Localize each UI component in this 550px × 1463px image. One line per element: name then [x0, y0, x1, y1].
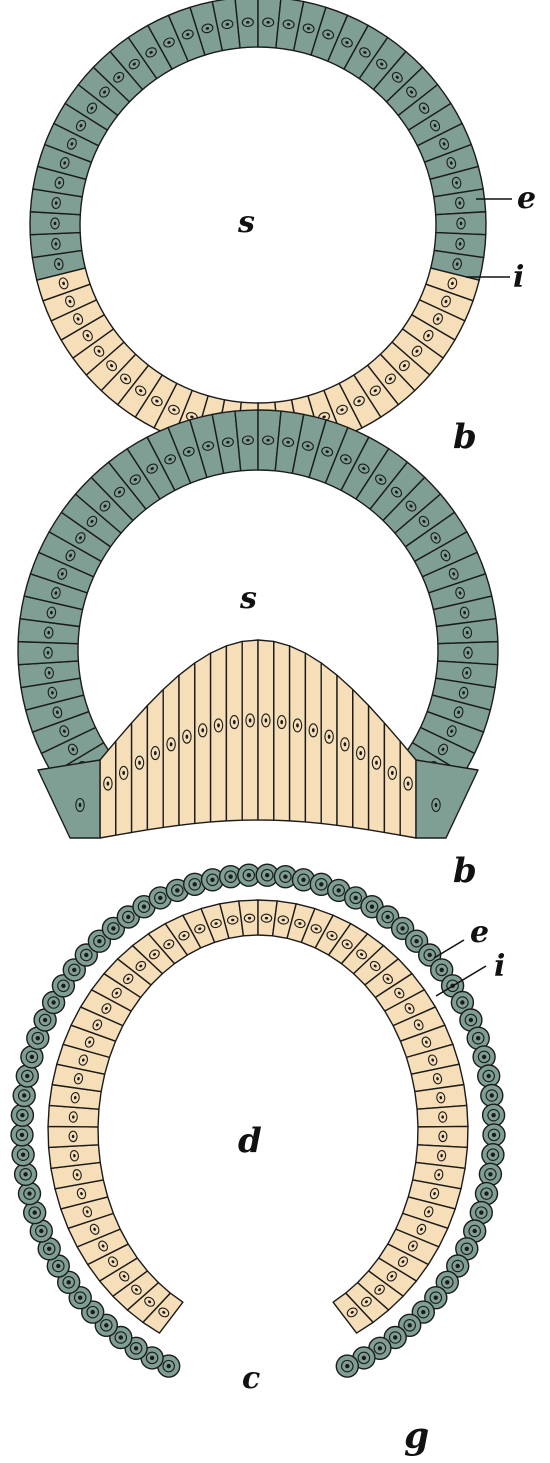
endoderm-cell	[195, 653, 211, 823]
figure-label-g: g	[404, 1415, 429, 1457]
endoderm-cell	[258, 640, 274, 820]
endoderm-label-i: i	[513, 260, 524, 295]
ectoderm-cell	[30, 212, 80, 235]
ectoderm-cell	[416, 760, 478, 838]
ectoderm-cell	[16, 1065, 38, 1087]
ectoderm-cell	[19, 1183, 41, 1205]
endoderm-cell	[226, 641, 242, 820]
ectoderm-label-e-2: e	[470, 915, 489, 950]
endoderm-cell	[147, 689, 163, 829]
ectoderm-cell	[483, 1104, 505, 1126]
ectoderm-cell	[478, 1065, 500, 1087]
ectoderm-cell	[482, 1144, 504, 1166]
endoderm-cell	[274, 641, 290, 820]
endoderm-cell	[321, 663, 337, 825]
ectoderm-cell	[436, 212, 486, 235]
endoderm-cell	[163, 675, 179, 827]
ectoderm-cell	[473, 1046, 495, 1068]
endoderm-cell	[417, 1105, 468, 1127]
archenteron-label-d: d	[238, 1121, 262, 1161]
endoderm-cell	[353, 689, 369, 829]
blastula-figure	[30, 0, 486, 453]
figure-label-b-1: b	[453, 417, 477, 457]
ectoderm-cell	[11, 1124, 33, 1146]
endoderm-cell	[384, 723, 400, 835]
ectoderm-cell	[15, 1163, 37, 1185]
endoderm-cell	[290, 646, 306, 822]
ectoderm-label-e: e	[517, 181, 536, 216]
endoderm-cell	[179, 663, 195, 825]
endoderm-cell	[418, 1126, 468, 1147]
blastopore-label-c: c	[242, 1361, 260, 1396]
endoderm-cell	[132, 706, 148, 833]
endoderm-cell	[242, 640, 258, 820]
endoderm-cell	[305, 653, 321, 823]
endoderm-cell	[116, 723, 132, 835]
endoderm-cell	[369, 706, 385, 833]
ectoderm-cell	[481, 1085, 503, 1107]
cavity-label-s-2: s	[239, 581, 257, 616]
ectoderm-cell	[479, 1163, 501, 1185]
figure-label-b-2: b	[453, 851, 477, 891]
endoderm-cell	[48, 1126, 98, 1147]
endoderm-cell	[337, 675, 353, 827]
endoderm-label-i-2: i	[494, 949, 505, 984]
ectoderm-cell	[483, 1124, 505, 1146]
ectoderm-cell	[12, 1144, 34, 1166]
ectoderm-cell	[11, 1104, 33, 1126]
ectoderm-cell	[38, 760, 100, 838]
ectoderm-cell	[336, 1355, 358, 1377]
ectoderm-cell	[13, 1085, 35, 1107]
ectoderm-cell	[18, 642, 78, 665]
endoderm-cell	[211, 646, 227, 822]
early-gastrula-figure	[18, 410, 498, 838]
cavity-label-s: s	[237, 205, 255, 240]
